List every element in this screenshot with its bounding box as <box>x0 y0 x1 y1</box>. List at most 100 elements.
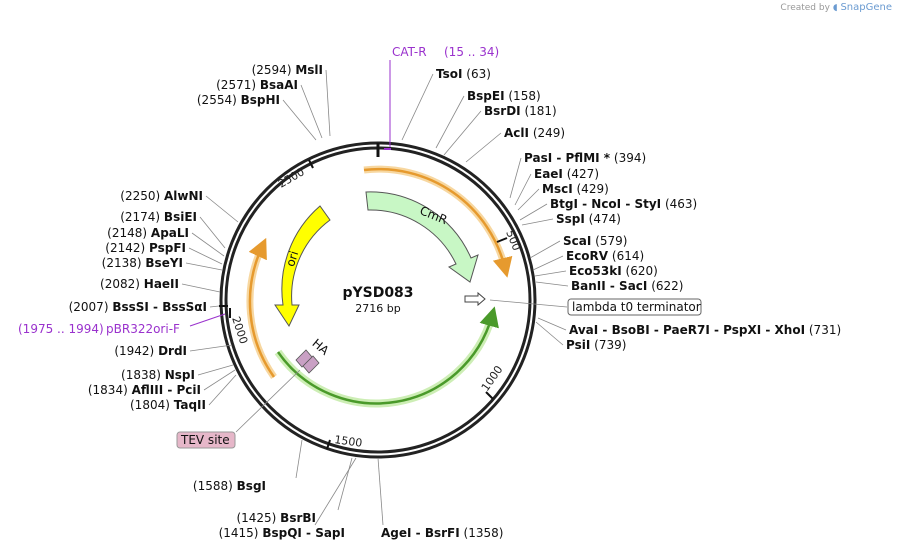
site-label-left-9[interactable]: (2174) BsiEI <box>120 210 197 224</box>
site-name: AflIII - PciI <box>132 383 201 397</box>
site-leader-left-9 <box>199 216 226 249</box>
site-label-right-6[interactable]: MscI (429) <box>542 182 609 196</box>
site-name: HaeII <box>144 277 179 291</box>
site-position: (1838) <box>121 368 161 382</box>
site-position: (2007) <box>69 300 109 314</box>
site-name: BseYI <box>145 256 183 270</box>
site-leader-bottom-0 <box>377 457 384 526</box>
primer-cat-r-range: (15 .. 34) <box>444 45 499 59</box>
site-leader-right-0 <box>401 73 434 141</box>
site-label-right-10[interactable]: EcoRV (614) <box>566 249 644 263</box>
feature-ori[interactable] <box>274 205 331 328</box>
feature-ha[interactable] <box>295 349 320 374</box>
site-label-bottom-2[interactable]: (1425) BsrBI <box>236 511 316 525</box>
site-position: (2250) <box>120 189 160 203</box>
site-position: (1415) <box>219 526 259 540</box>
site-name: MscI <box>542 182 573 196</box>
plasmid-name: pYSD083 <box>342 285 413 301</box>
site-leader-bottom-1 <box>314 457 357 526</box>
site-position: (2142) <box>105 241 145 255</box>
site-label-right-12[interactable]: BanII - SacI (622) <box>571 279 683 293</box>
site-leader-left-2 <box>197 364 234 376</box>
site-position: (731) <box>809 323 841 337</box>
site-position: (1942) <box>114 344 154 358</box>
site-label-left-2[interactable]: (1838) NspI <box>121 368 195 382</box>
site-leader-left-10 <box>205 195 239 223</box>
site-label-right-8[interactable]: SspI (474) <box>556 212 621 226</box>
site-label-left-12[interactable]: (2571) BsaAI <box>216 78 298 92</box>
site-leader-right-9 <box>529 240 561 259</box>
site-leader-right-6 <box>517 188 540 211</box>
site-name: SspI <box>556 212 585 226</box>
site-name: AgeI - BsrFI <box>381 526 460 540</box>
site-name: TsoI <box>436 67 462 81</box>
ori-region-arc <box>248 237 276 378</box>
site-position: (2554) <box>197 93 237 107</box>
site-position: (249) <box>533 126 565 140</box>
site-leader-right-8 <box>521 218 554 226</box>
site-label-right-13[interactable]: AvaI - BsoBI - PaeR7I - PspXI - XhoI (73… <box>569 323 841 337</box>
site-label-right-2[interactable]: BsrDI (181) <box>484 104 557 118</box>
site-label-right-1[interactable]: BspEI (158) <box>467 89 541 103</box>
site-position: (2082) <box>100 277 140 291</box>
site-name: AlwNI <box>164 189 203 203</box>
site-position: (2594) <box>252 63 292 77</box>
site-leader-right-14 <box>535 321 564 346</box>
site-leader-left-7 <box>188 247 223 265</box>
site-label-left-13[interactable]: (2594) MslI <box>252 63 323 77</box>
primer-pbr322-range: (1975 .. 1994) <box>18 322 104 336</box>
site-leader-left-13 <box>325 69 331 137</box>
site-name: TaqII <box>174 398 206 412</box>
primer-pbr322-name[interactable]: pBR322ori-F <box>106 322 180 336</box>
site-name: EcoRV <box>566 249 609 263</box>
feature-lambda-t0-box[interactable] <box>567 298 702 316</box>
site-name: PsiI <box>566 338 590 352</box>
site-label-bottom-3[interactable]: (1588) BsgI <box>193 479 266 493</box>
site-label-left-7[interactable]: (2142) PspFI <box>105 241 186 255</box>
site-position: (739) <box>594 338 626 352</box>
site-position: (622) <box>651 279 683 293</box>
feature-tev-site-label: TEV site <box>180 433 230 447</box>
site-leader-right-12 <box>535 281 569 287</box>
site-leader-right-5 <box>514 173 532 206</box>
site-position: (579) <box>595 234 627 248</box>
feature-cmr[interactable] <box>365 191 479 283</box>
site-label-right-14[interactable]: PsiI (739) <box>566 338 626 352</box>
site-label-left-5[interactable]: (2082) HaeII <box>100 277 179 291</box>
primer-cat-r-name[interactable]: CAT-R <box>392 45 427 59</box>
site-leader-right-1 <box>435 95 465 149</box>
site-label-right-0[interactable]: TsoI (63) <box>436 67 491 81</box>
site-name: BsiEI <box>164 210 197 224</box>
feature-tev-site-box[interactable] <box>176 431 236 449</box>
site-label-bottom-0[interactable]: AgeI - BsrFI (1358) <box>381 526 503 540</box>
site-leader-left-1 <box>203 369 236 391</box>
site-label-left-1[interactable]: (1834) AflIII - PciI <box>88 383 201 397</box>
site-label-right-7[interactable]: BtgI - NcoI - StyI (463) <box>550 197 697 211</box>
site-name: DrdI <box>158 344 187 358</box>
site-label-left-0[interactable]: (1804) TaqII <box>130 398 206 412</box>
site-name: BtgI - NcoI - StyI <box>550 197 661 211</box>
site-label-right-9[interactable]: ScaI (579) <box>563 234 627 248</box>
site-label-left-11[interactable]: (2554) BspHI <box>197 93 280 107</box>
site-label-left-4[interactable]: (2007) BssSI - BssSαI <box>69 300 207 314</box>
site-label-right-11[interactable]: Eco53kI (620) <box>569 264 658 278</box>
site-label-right-4[interactable]: PasI - PflMI * (394) <box>524 151 646 165</box>
site-leader-left-12 <box>300 84 323 139</box>
site-label-left-3[interactable]: (1942) DrdI <box>114 344 187 358</box>
site-label-left-10[interactable]: (2250) AlwNI <box>120 189 203 203</box>
feature-lambda-t0-glyph[interactable] <box>464 291 486 307</box>
site-label-bottom-1[interactable]: (1415) BspQI - SapI <box>219 526 345 540</box>
site-label-right-5[interactable]: EaeI (427) <box>534 167 599 181</box>
site-name: BspQI - SapI <box>262 526 345 540</box>
site-leader-right-3 <box>465 132 502 163</box>
site-name: BanII - SacI <box>571 279 647 293</box>
site-label-right-3[interactable]: AclI (249) <box>504 126 565 140</box>
tev-site-leader <box>235 369 301 433</box>
site-position: (63) <box>466 67 491 81</box>
lambda-t0-leader <box>489 299 568 308</box>
site-name: AclI <box>504 126 529 140</box>
site-label-left-6[interactable]: (2138) BseYI <box>102 256 183 270</box>
site-label-left-8[interactable]: (2148) ApaLI <box>107 226 189 240</box>
site-leader-left-6 <box>185 262 223 271</box>
